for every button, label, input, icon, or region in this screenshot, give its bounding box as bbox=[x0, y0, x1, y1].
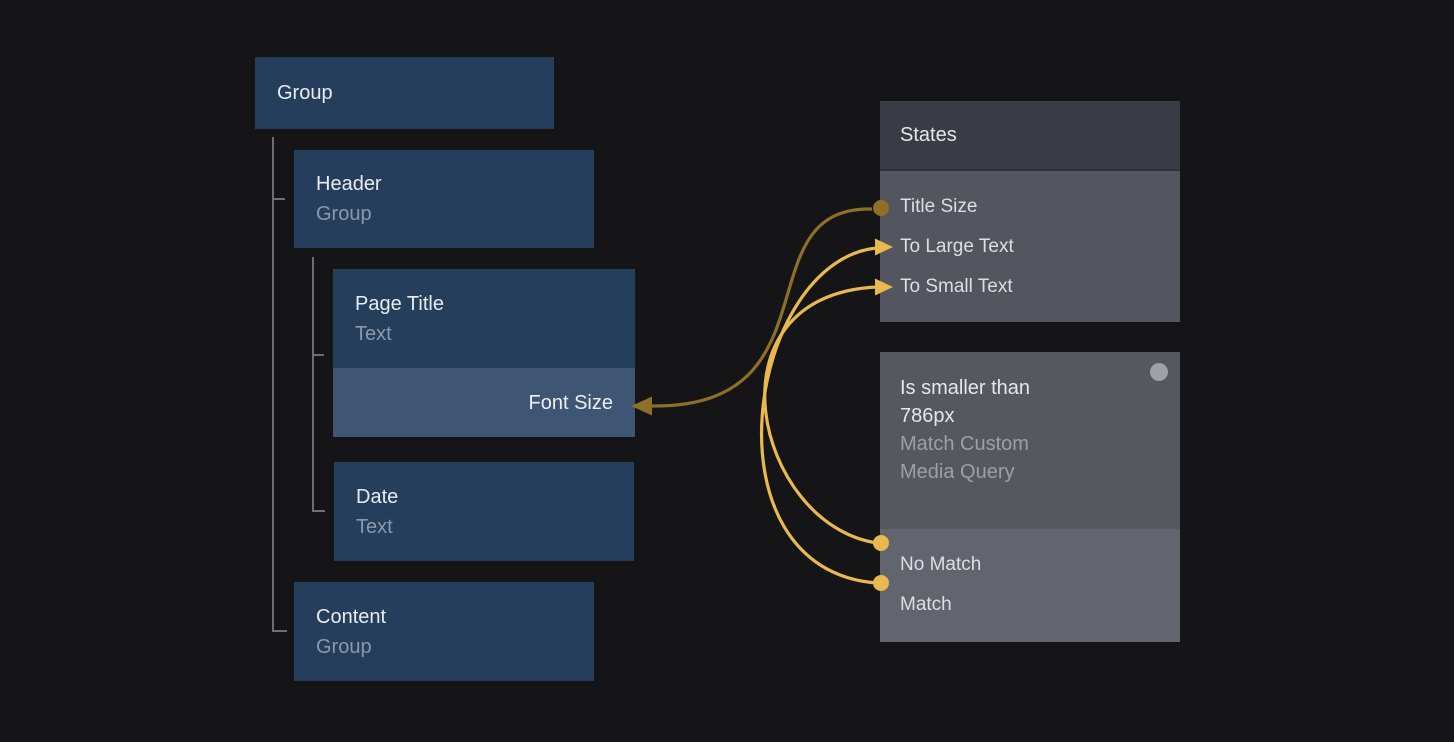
media-query-panel-header: Is smaller than 786px Match Custom Media… bbox=[880, 352, 1180, 529]
media-query-title-line1: Is smaller than bbox=[900, 377, 1031, 399]
media-query-subtitle-line2: Media Query bbox=[900, 461, 1015, 483]
layer-node-title: Page Title bbox=[355, 292, 444, 315]
media-query-panel-body: No Match Match bbox=[880, 529, 1180, 642]
condition-item-no-match[interactable]: No Match bbox=[900, 554, 982, 575]
layer-node-content[interactable]: Content Group bbox=[294, 582, 594, 681]
state-item-to-large-text[interactable]: To Large Text bbox=[900, 236, 1014, 257]
status-dot-icon bbox=[1150, 363, 1168, 381]
state-item-to-small-text[interactable]: To Small Text bbox=[900, 276, 1013, 297]
tree-line-header-children bbox=[312, 257, 325, 512]
condition-item-match[interactable]: Match bbox=[900, 594, 952, 615]
layer-node-header[interactable]: Header Group bbox=[294, 150, 594, 248]
layer-node-title: Content bbox=[316, 605, 387, 628]
layer-node-subtitle: Group bbox=[316, 203, 372, 225]
layer-node-group[interactable]: Group bbox=[255, 57, 554, 129]
state-item-title-size[interactable]: Title Size bbox=[900, 196, 978, 217]
layer-node-title: Header bbox=[316, 173, 382, 195]
states-panel-body: Title Size To Large Text To Small Text bbox=[880, 171, 1180, 322]
layer-node-title: Date bbox=[356, 485, 399, 508]
layer-node-page-title[interactable]: Page Title Text Font Size bbox=[333, 269, 635, 437]
connection-no-match-to-small-text bbox=[763, 285, 878, 545]
layer-node-subtitle: Group bbox=[316, 635, 372, 658]
tree-line-root bbox=[272, 137, 287, 632]
layer-node-date[interactable]: Date Text bbox=[334, 462, 634, 561]
connection-match-to-large-text bbox=[760, 246, 878, 585]
media-query-subtitle-line1: Match Custom bbox=[900, 433, 1029, 455]
layer-node-page-title-main[interactable]: Page Title Text bbox=[333, 269, 635, 368]
states-panel: States Title Size To Large Text To Small… bbox=[880, 101, 1180, 322]
media-query-panel: Is smaller than 786px Match Custom Media… bbox=[880, 352, 1180, 642]
layer-node-title: Group bbox=[277, 82, 333, 104]
property-row-font-size[interactable]: Font Size bbox=[333, 368, 635, 437]
states-panel-header: States bbox=[880, 101, 1180, 171]
media-query-title-line2: 786px bbox=[900, 405, 955, 427]
connection-title-size-to-font-size bbox=[651, 207, 873, 408]
layer-node-subtitle: Text bbox=[356, 515, 393, 538]
property-label: Font Size bbox=[528, 391, 613, 414]
layer-node-subtitle: Text bbox=[355, 322, 392, 345]
states-panel-title: States bbox=[900, 123, 957, 146]
